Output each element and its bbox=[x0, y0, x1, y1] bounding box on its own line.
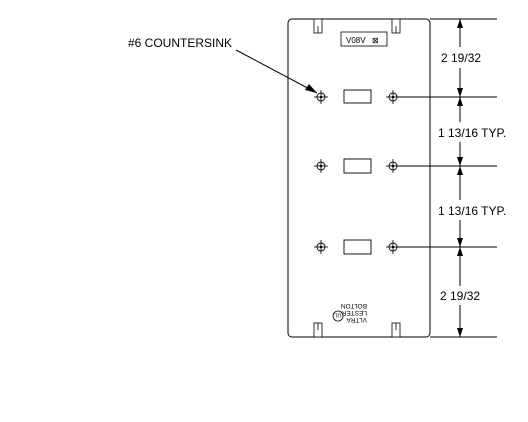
dimension-mid1-label: 1 13/16 TYP. bbox=[438, 126, 506, 140]
countersink-hole-2 bbox=[386, 90, 400, 104]
bottom-label-line3: BOLTON bbox=[341, 302, 367, 309]
ul-symbol-text: UL bbox=[334, 312, 341, 318]
cutout-1 bbox=[343, 89, 372, 104]
callout-label: #6 COUNTERSINK bbox=[128, 36, 232, 50]
top-label: V08V ⊠ bbox=[340, 31, 388, 47]
dimension-line-bottom bbox=[457, 247, 463, 337]
dimension-line-top bbox=[457, 19, 463, 97]
dimension-top-label: 2 19/32 bbox=[441, 51, 481, 65]
dimension-bottom-label: 2 19/32 bbox=[440, 289, 480, 303]
plate-outline bbox=[287, 18, 431, 338]
dimension-line-mid2 bbox=[457, 166, 463, 247]
bottom-left-slot bbox=[313, 322, 323, 338]
bottom-label: VLTRA LESTER BOLTON bbox=[341, 302, 367, 323]
cutout-3 bbox=[343, 239, 372, 255]
callout-leader bbox=[235, 49, 318, 94]
countersink-hole-3 bbox=[314, 159, 328, 173]
dimension-mid2-label: 1 13/16 TYP. bbox=[438, 204, 506, 218]
countersink-hole-5 bbox=[314, 240, 328, 254]
extension-lines bbox=[397, 18, 497, 338]
cutout-2 bbox=[343, 158, 372, 174]
countersink-hole-1 bbox=[314, 90, 328, 104]
ul-symbol: UL bbox=[332, 310, 344, 322]
top-label-text: V08V bbox=[346, 36, 366, 45]
top-right-slot bbox=[391, 18, 401, 34]
top-label-mark: ⊠ bbox=[372, 36, 379, 45]
top-left-slot bbox=[313, 18, 323, 34]
bottom-label-line1: VLTRA bbox=[346, 316, 367, 323]
bottom-label-line2: LESTER bbox=[341, 309, 367, 316]
dimension-line-mid1 bbox=[457, 97, 463, 166]
bottom-right-slot bbox=[391, 322, 401, 338]
